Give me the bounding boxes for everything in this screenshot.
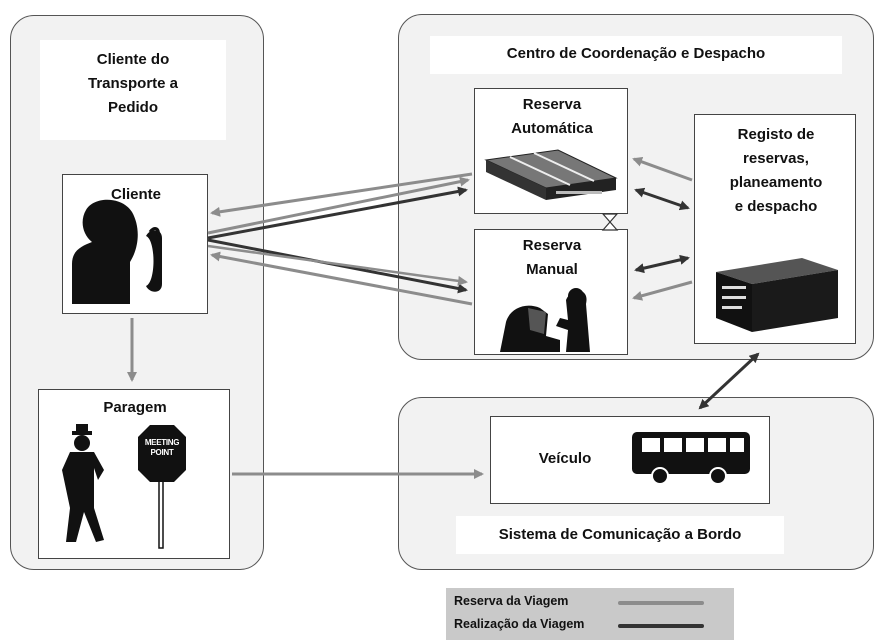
arrow-cliente-to-auto-dark bbox=[207, 186, 468, 240]
client-panel-title: Cliente do Transporte a Pedido bbox=[40, 40, 226, 140]
reserva-manual-box: Reserva Manual bbox=[474, 229, 628, 355]
arrow-auto-to-cliente bbox=[210, 172, 473, 217]
reserva-automatica-label: Reserva Automática bbox=[511, 96, 593, 137]
data-unit-icon bbox=[716, 258, 838, 332]
arrow-manual-registo-dark bbox=[634, 254, 690, 274]
legend-booking-line bbox=[618, 601, 704, 605]
paragem-label: Paragem bbox=[103, 399, 167, 416]
arrow-registo-to-auto bbox=[632, 157, 693, 182]
onboard-panel-title: Sistema de Comunicação a Bordo bbox=[456, 516, 784, 554]
person-phone-icon bbox=[72, 199, 162, 304]
registo-label: Registo de reservas, planeamento e despa… bbox=[729, 126, 823, 215]
operator-computer-icon bbox=[500, 288, 590, 352]
arrow-cliente-to-auto bbox=[207, 176, 470, 235]
connector-icon bbox=[601, 213, 619, 231]
arrow-registo-veiculo bbox=[698, 352, 760, 410]
legend: Reserva da Viagem Realização da Viagem bbox=[446, 588, 734, 640]
arrow-cliente-to-manual bbox=[207, 244, 468, 286]
bus-icon bbox=[632, 432, 750, 485]
meeting-point-label: MEETING POINT bbox=[144, 438, 180, 457]
cliente-label: Cliente bbox=[110, 186, 161, 203]
meeting-point-sign-icon bbox=[138, 425, 186, 549]
server-unit-icon bbox=[484, 149, 618, 200]
pedestrian-icon bbox=[62, 424, 104, 542]
center-panel-title: Centro de Coordenação e Despacho bbox=[430, 36, 842, 74]
legend-booking-label: Reserva da Viagem bbox=[454, 594, 569, 608]
legend-trip-label: Realização da Viagem bbox=[454, 617, 585, 631]
arrow-manual-to-cliente bbox=[210, 251, 473, 306]
reserva-manual-label: Reserva Manual bbox=[522, 237, 582, 278]
legend-trip-line bbox=[618, 624, 704, 628]
arrow-registo-to-manual bbox=[632, 280, 693, 301]
arrow-auto-registo-dark bbox=[634, 187, 690, 211]
veiculo-label: Veículo bbox=[538, 450, 592, 467]
